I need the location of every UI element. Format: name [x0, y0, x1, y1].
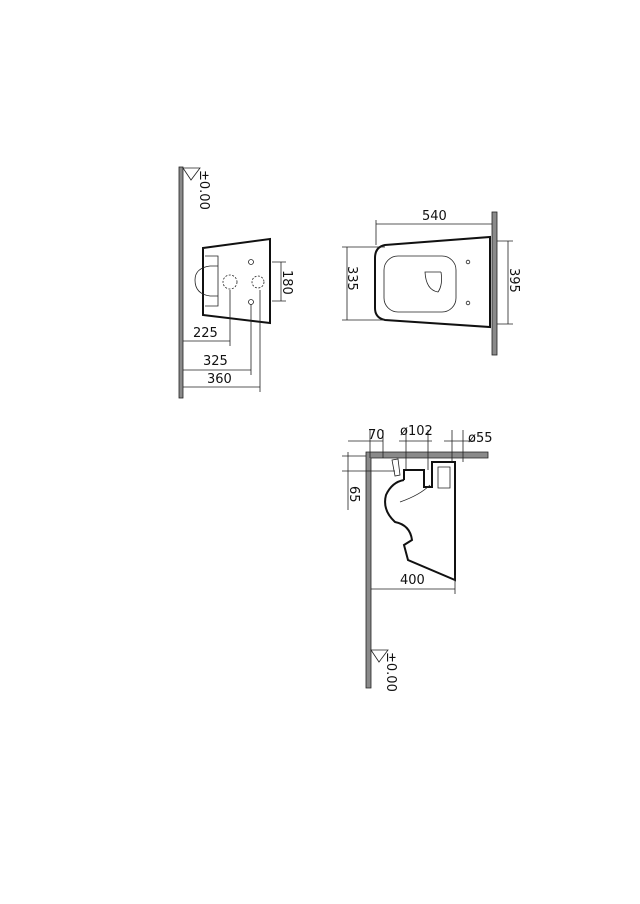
dim-225: 225: [193, 326, 218, 341]
level-marker-icon: [182, 167, 201, 181]
wall-section: [178, 166, 184, 399]
dim-395: 395: [506, 268, 521, 293]
dim-325: 325: [203, 354, 228, 369]
fixing-bracket: [391, 458, 401, 477]
front-view: ±0.00 180 225 325 360: [178, 166, 294, 399]
fixing-hole: [248, 259, 254, 265]
dim-70: 70: [368, 428, 385, 443]
dim-360: 360: [207, 372, 232, 387]
drain-hole: [222, 274, 238, 290]
dim-540: 540: [422, 209, 447, 224]
trap-detail: [399, 466, 451, 503]
dim-335: 335: [344, 266, 359, 291]
dim-180: 180: [279, 270, 294, 295]
bowl-outlet: [424, 271, 442, 293]
side-view: 70 ø102 ø55 65 400 ±0.00: [342, 424, 493, 692]
dim-lines-top: [348, 430, 475, 470]
level-label: ±0.00: [196, 170, 211, 210]
fixing-hole: [465, 300, 471, 306]
dim-line-540: [375, 220, 492, 245]
dim-line-335: [342, 246, 385, 321]
dim-line-65: [342, 452, 395, 510]
bowl-rim-detail: [194, 255, 219, 307]
wall-section: [491, 211, 498, 356]
wall-and-ceiling-section: [365, 451, 489, 689]
top-view: 540 335 395: [342, 209, 521, 356]
level-label: ±0.00: [383, 652, 398, 692]
fixing-hole: [465, 259, 471, 265]
inlet-hole: [251, 275, 265, 289]
dim-102: ø102: [400, 424, 433, 439]
seat-outline: [383, 255, 457, 313]
bowl-top: [374, 235, 491, 329]
bowl-side-profile: [384, 461, 456, 582]
dim-65: 65: [346, 486, 361, 503]
dim-line-395: [497, 240, 513, 325]
level-marker-icon: [370, 649, 389, 663]
dim-400: 400: [400, 573, 425, 588]
dim-lines-horizontal: [183, 290, 261, 392]
dim-line-400: [371, 575, 456, 594]
dim-55: ø55: [468, 431, 493, 446]
dim-line-180: [272, 261, 286, 302]
